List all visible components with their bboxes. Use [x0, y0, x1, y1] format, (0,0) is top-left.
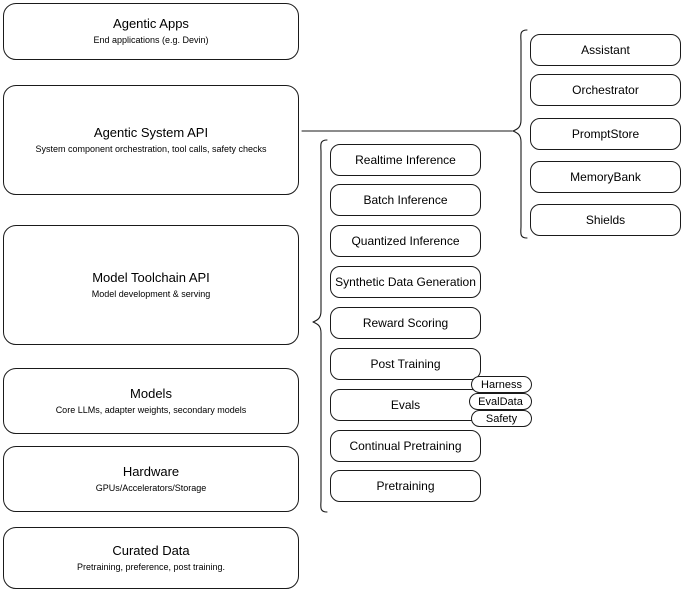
- capability-pretraining[interactable]: Pretraining: [330, 470, 481, 502]
- layer-title: Curated Data: [112, 542, 190, 558]
- layer-title: Hardware: [122, 463, 180, 479]
- layer-subtitle: Model development & serving: [91, 288, 211, 299]
- brace-toolchain-capabilities: [312, 139, 328, 513]
- brace-system-components: [512, 29, 528, 239]
- layer-title: Agentic Apps: [113, 16, 189, 31]
- capability-quantized-inference[interactable]: Quantized Inference: [330, 225, 481, 257]
- layer-agentic-system-api[interactable]: Agentic System API System component orch…: [3, 85, 299, 195]
- eval-tag-evaldata[interactable]: EvalData: [469, 393, 532, 410]
- capability-batch-inference[interactable]: Batch Inference: [330, 184, 481, 216]
- layer-subtitle: GPUs/Accelerators/Storage: [95, 482, 207, 493]
- layer-agentic-apps[interactable]: Agentic Apps End applications (e.g. Devi…: [3, 3, 299, 60]
- capability-post-training[interactable]: Post Training: [330, 348, 481, 380]
- layer-subtitle: System component orchestration, tool cal…: [35, 143, 267, 154]
- component-memorybank[interactable]: MemoryBank: [530, 161, 681, 193]
- capability-realtime-inference[interactable]: Realtime Inference: [330, 144, 481, 176]
- layer-subtitle: Core LLMs, adapter weights, secondary mo…: [55, 404, 247, 415]
- component-shields[interactable]: Shields: [530, 204, 681, 236]
- layer-subtitle: Pretraining, preference, post training.: [76, 561, 226, 572]
- eval-tag-harness[interactable]: Harness: [471, 376, 532, 393]
- capability-evals[interactable]: Evals: [330, 389, 481, 421]
- component-promptstore[interactable]: PromptStore: [530, 118, 681, 150]
- layer-model-toolchain-api[interactable]: Model Toolchain API Model development & …: [3, 225, 299, 345]
- layer-title: Model Toolchain API: [92, 269, 210, 285]
- capability-synthetic-data-generation[interactable]: Synthetic Data Generation: [330, 266, 481, 298]
- layer-title: Agentic System API: [93, 124, 209, 140]
- component-assistant[interactable]: Assistant: [530, 34, 681, 66]
- capability-reward-scoring[interactable]: Reward Scoring: [330, 307, 481, 339]
- layer-subtitle: End applications (e.g. Devin): [93, 35, 209, 45]
- eval-tag-safety[interactable]: Safety: [471, 410, 532, 427]
- layer-hardware[interactable]: Hardware GPUs/Accelerators/Storage: [3, 446, 299, 512]
- layer-title: Models: [130, 385, 172, 401]
- component-orchestrator[interactable]: Orchestrator: [530, 74, 681, 106]
- layer-models[interactable]: Models Core LLMs, adapter weights, secon…: [3, 368, 299, 434]
- capability-continual-pretraining[interactable]: Continual Pretraining: [330, 430, 481, 462]
- layer-curated-data[interactable]: Curated Data Pretraining, preference, po…: [3, 527, 299, 589]
